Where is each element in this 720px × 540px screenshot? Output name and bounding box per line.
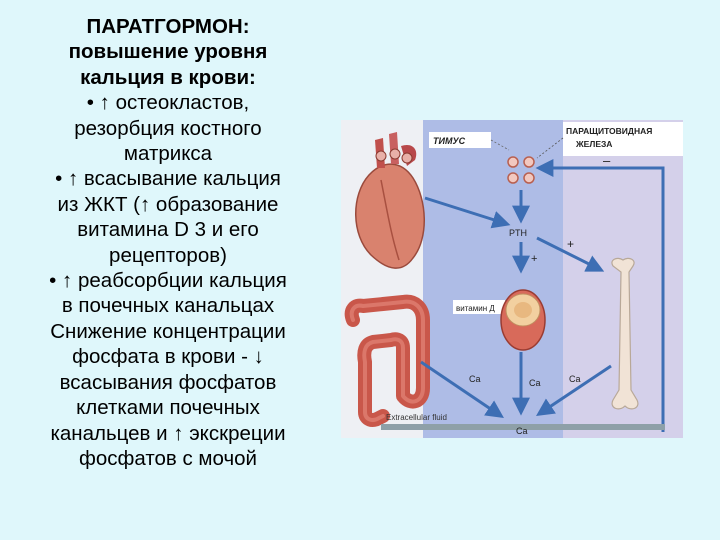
pth-label: PTH [509, 228, 527, 238]
slide-text-line: матрикса [123, 142, 213, 166]
plus-sign-right: + [567, 237, 574, 251]
slide-text-line: кальция в крови: [80, 65, 256, 89]
thymus-pointer [490, 139, 510, 151]
slide-text-line: рецепторов) [109, 243, 227, 267]
ca-label-bottom: Ca [516, 426, 528, 436]
bone-illustration [611, 257, 639, 410]
parathyroid-label-line1: ПАРАЩИТОВИДНАЯ [566, 126, 652, 136]
slide-text-line: ПАРАТГОРМОН: [86, 15, 250, 38]
slide-text-line: фосфата в крови - ↓ [72, 345, 264, 369]
slide-text-line: из ЖКТ (↑ образование [57, 192, 279, 216]
slide-text-line: канальцев и ↑ экскреции [50, 421, 286, 445]
slide-text-line: всасывания фосфатов [59, 370, 277, 394]
parathyroid-label-line2: ЖЕЛЕЗА [575, 139, 612, 149]
ca-label-left: Ca [469, 374, 481, 384]
arrow-heart-to-pth [424, 196, 511, 229]
ca-label-center: Ca [529, 378, 541, 388]
slide-text-line: • ↑ реабсорбции кальция [49, 269, 287, 293]
vitamin-label-box [453, 300, 505, 314]
parathyroid-diagram: ТИМУС ПАРАЩИТОВИДНАЯ ЖЕЛЕЗА – PTH + + ви… [341, 120, 683, 438]
slide-text-line: повышение уровня [68, 40, 268, 64]
extracellular-label: Extracellular fluid [386, 413, 447, 422]
kidney-illustration [500, 289, 546, 351]
vitamin-label: витамин Д [456, 304, 495, 313]
slide-text-line: витамина D 3 и его [77, 218, 259, 242]
ca-label-right: Ca [569, 374, 581, 384]
slide-text-line: • ↑ остеокластов, [86, 91, 250, 115]
thymus-label: ТИМУС [433, 136, 466, 146]
arrow-pth-to-bone [536, 236, 605, 272]
arrow-bone-to-ca [536, 364, 612, 416]
slide-text-line: клетками почечных [76, 396, 260, 420]
heart-illustration [355, 132, 425, 269]
slide-text-line: резорбция костного [74, 116, 262, 140]
extracellular-bar [381, 424, 665, 430]
parathyroid-glands [507, 156, 535, 184]
minus-sign: – [603, 153, 611, 168]
plus-sign-down: + [531, 253, 537, 265]
thymus-label-box [429, 132, 491, 148]
slide-text-line: • ↑ всасывание кальция [55, 167, 281, 191]
diagram-canvas: ТИМУС ПАРАЩИТОВИДНАЯ ЖЕЛЕЗА – PTH + + ви… [341, 120, 683, 438]
slide-text-line: Снижение концентрации [50, 319, 286, 343]
parathyroid-pointer [536, 137, 564, 159]
slide-text-line: в почечных канальцах [61, 294, 275, 318]
parathyroid-label-box [563, 122, 683, 156]
feedback-arrow [535, 159, 665, 432]
arrow-intestine-to-ca [420, 360, 504, 419]
intestine-illustration [344, 294, 430, 427]
slide-text-line: фосфатов с мочой [78, 446, 257, 470]
